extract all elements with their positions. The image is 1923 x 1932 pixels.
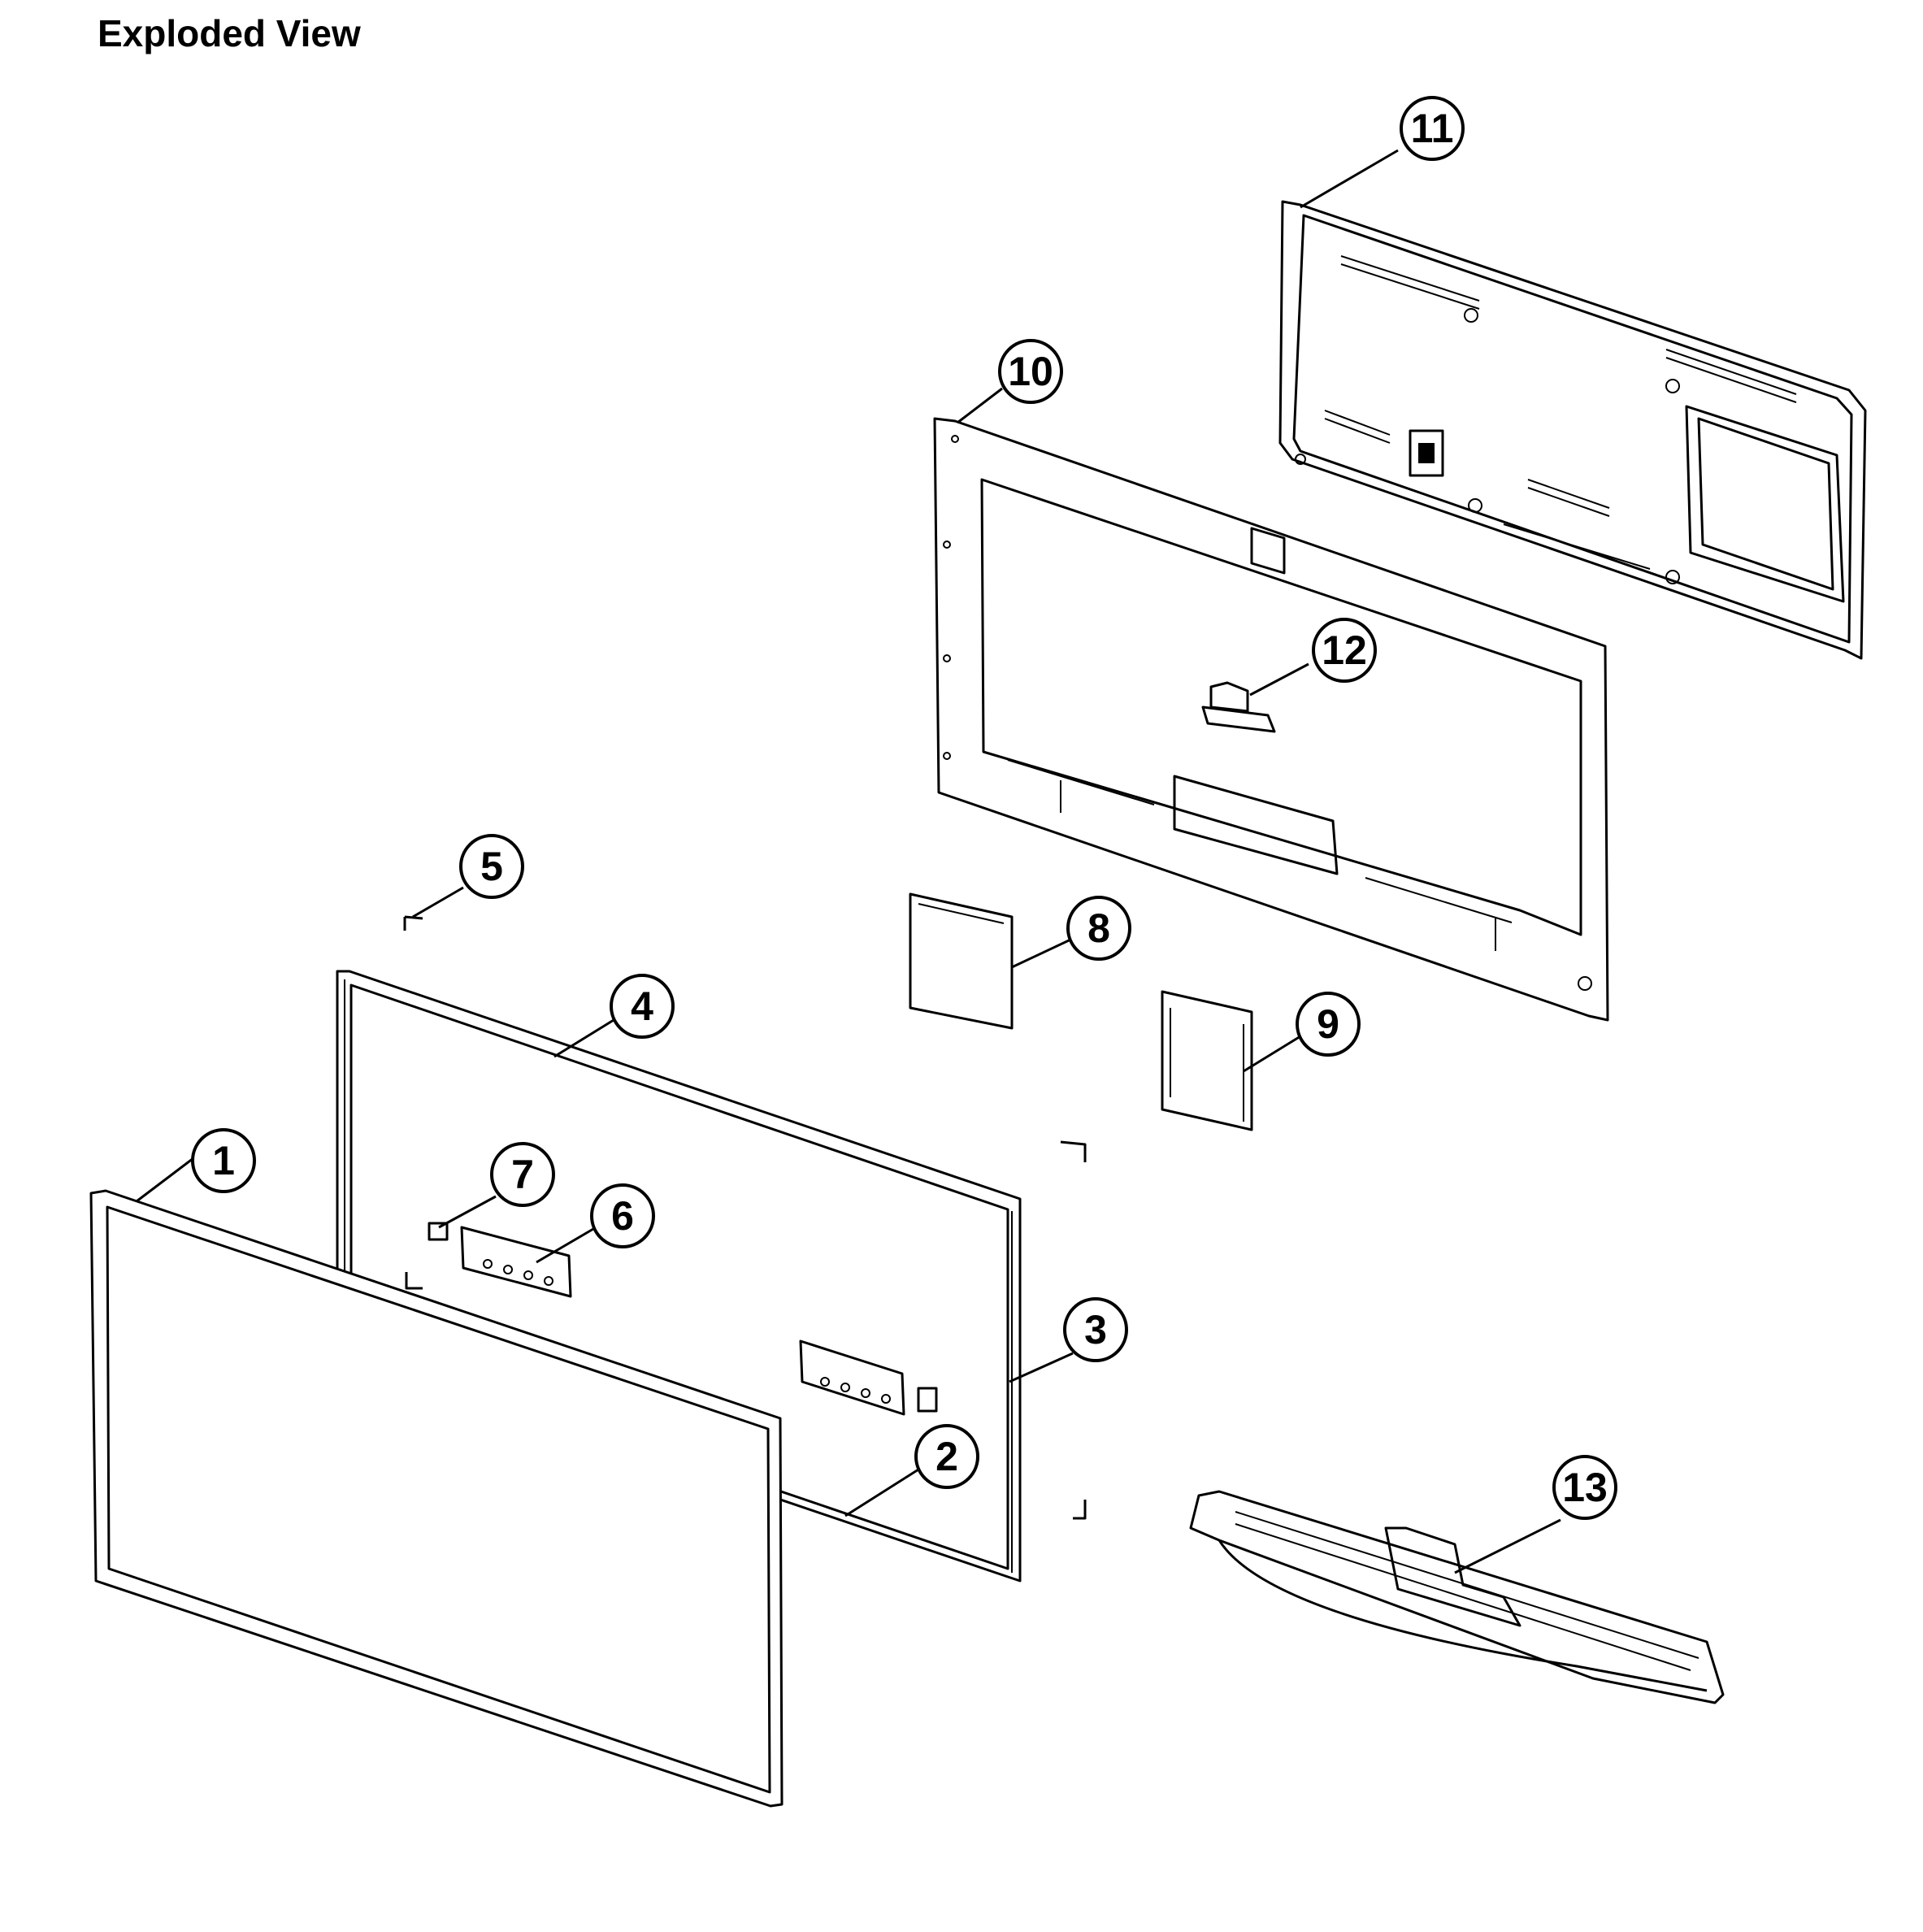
svg-text:7: 7 xyxy=(511,1152,534,1197)
back-cover xyxy=(1278,200,1867,660)
callout-3: 3 xyxy=(1063,1297,1128,1362)
callout-10: 10 xyxy=(998,339,1063,404)
main-board xyxy=(1161,990,1253,1131)
callout-2: 2 xyxy=(914,1424,979,1489)
svg-text:10: 10 xyxy=(1008,349,1053,394)
front-bezel xyxy=(89,1189,784,1808)
svg-text:2: 2 xyxy=(935,1434,958,1479)
function-board xyxy=(460,1226,905,1416)
stand-base xyxy=(1189,1490,1725,1704)
leader-lines xyxy=(136,149,1561,1574)
svg-text:1: 1 xyxy=(212,1138,235,1183)
callout-9: 9 xyxy=(1296,992,1361,1057)
callout-12: 12 xyxy=(1312,618,1377,683)
page-title: Exploded View xyxy=(98,12,361,54)
svg-text:6: 6 xyxy=(611,1193,634,1239)
svg-text:12: 12 xyxy=(1322,627,1367,673)
callout-5: 5 xyxy=(459,834,524,899)
svg-text:11: 11 xyxy=(1411,106,1454,151)
power-board xyxy=(909,892,1014,1030)
bracket-pieces xyxy=(1060,1140,1087,1520)
rear-chassis xyxy=(933,417,1609,1022)
svg-text:9: 9 xyxy=(1317,1001,1339,1047)
ir-sensor xyxy=(405,1222,938,1413)
svg-text:4: 4 xyxy=(631,983,653,1029)
callout-4: 4 xyxy=(610,974,675,1039)
stand-bracket xyxy=(1201,681,1276,733)
callout-1: 1 xyxy=(191,1128,256,1193)
svg-text:13: 13 xyxy=(1562,1465,1608,1510)
callout-6: 6 xyxy=(590,1183,655,1248)
callout-8: 8 xyxy=(1066,896,1131,961)
callout-13: 13 xyxy=(1552,1455,1617,1520)
callout-11: 11 xyxy=(1400,96,1465,161)
screw xyxy=(403,915,423,931)
callout-7: 7 xyxy=(490,1142,555,1207)
svg-text:5: 5 xyxy=(480,844,503,889)
svg-text:3: 3 xyxy=(1084,1307,1107,1352)
svg-text:8: 8 xyxy=(1087,905,1110,951)
